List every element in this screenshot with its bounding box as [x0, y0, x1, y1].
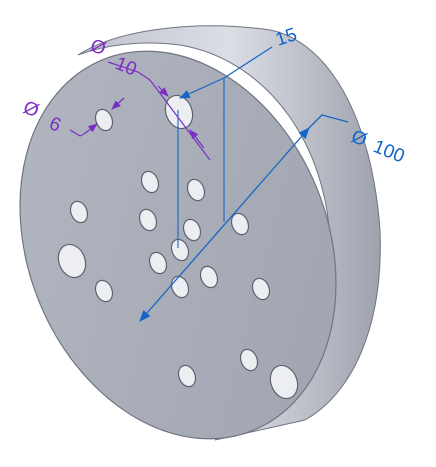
hole-13	[239, 348, 259, 372]
diameter-100-leader	[308, 114, 349, 129]
diameter-100-value: 100	[370, 136, 407, 167]
hole-10-arrow-b	[189, 129, 205, 149]
hole-11	[94, 279, 114, 303]
offset-15-leader	[223, 46, 273, 79]
hole-3	[69, 200, 89, 224]
hole-10-symbol: Ø	[87, 35, 109, 60]
hole-large-bottom	[269, 364, 299, 400]
diameter-100-line	[139, 127, 310, 322]
hole-small-top-left	[94, 108, 114, 132]
hole-10-arrow-a	[157, 85, 169, 97]
offset-15-line	[179, 77, 225, 99]
hole-14	[177, 364, 197, 388]
hole-6-arrow-b	[111, 97, 125, 110]
hole-large-left	[57, 243, 87, 279]
hole-10-leader	[107, 61, 151, 81]
hole-6-leader	[69, 129, 85, 137]
hole-6-arrow-a	[83, 123, 98, 135]
hole-6-symbol: Ø	[20, 97, 42, 122]
